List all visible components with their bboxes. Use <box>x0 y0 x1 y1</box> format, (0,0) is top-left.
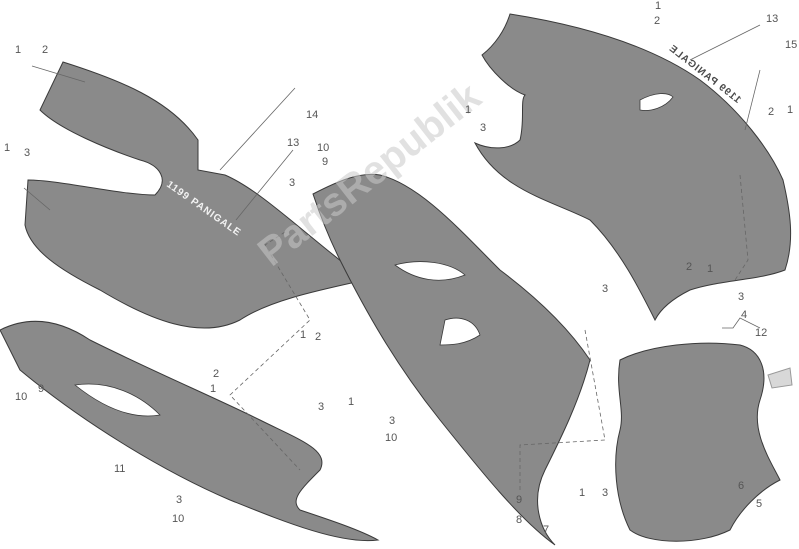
lower-left-fairing-panel <box>0 320 380 542</box>
callout-label: 1 <box>579 487 586 499</box>
callout-label: 10 <box>317 142 330 154</box>
callout-label: 3 <box>318 401 325 413</box>
callout-label: 5 <box>756 498 763 510</box>
callout-label: 2 <box>768 106 775 118</box>
callout-label: 3 <box>389 415 396 427</box>
callout-label: 1 <box>465 104 472 116</box>
callout-label: 1 <box>4 142 11 154</box>
fender-badge <box>767 367 793 389</box>
callout-label: 4 <box>741 309 748 321</box>
middle-vent-opening-2 <box>439 317 481 346</box>
callout-label: 12 <box>755 327 768 339</box>
callout-label: 14 <box>306 109 319 121</box>
callout-label: 3 <box>289 177 296 189</box>
callout-label: 11 <box>114 463 126 475</box>
callout-label: 3 <box>738 291 745 303</box>
callout-label: 15 <box>785 39 798 51</box>
front-fender <box>615 342 781 542</box>
callout-label: 1 <box>655 0 662 12</box>
callout-label: 3 <box>602 283 609 295</box>
callout-label: 1 <box>15 44 22 56</box>
left-vent-opening <box>74 383 161 417</box>
front-nose-fairing-panel <box>473 13 792 322</box>
upper-left-fairing-panel <box>24 61 367 329</box>
callout-label: 9 <box>516 494 523 506</box>
callout-label: 1 <box>300 329 307 341</box>
callout-label: 3 <box>24 147 31 159</box>
callout-label: 6 <box>738 480 745 492</box>
middle-vent-opening-1 <box>394 261 466 281</box>
callout-label: 3 <box>480 122 487 134</box>
callout-label: 2 <box>315 331 322 343</box>
callout-label: 8 <box>516 514 523 526</box>
callout-label: 3 <box>176 494 183 506</box>
callout-label: 1 <box>348 396 355 408</box>
callout-label: 10 <box>385 432 398 444</box>
callout-label: 2 <box>42 44 49 56</box>
callout-label: 2 <box>686 261 693 273</box>
callout-label: 2 <box>213 368 220 380</box>
middle-fairing-panel <box>312 173 591 546</box>
callout-label: 1 <box>210 383 217 395</box>
callout-label: 9 <box>38 383 45 395</box>
callout-label: 10 <box>15 391 28 403</box>
callout-label: 10 <box>172 513 185 525</box>
callout-label: 1 <box>707 263 714 275</box>
callout-label: 13 <box>287 137 300 149</box>
callout-label: 9 <box>322 156 329 168</box>
callout-label: 1 <box>787 104 794 116</box>
callout-label: 2 <box>654 15 661 27</box>
callout-label: 3 <box>602 487 609 499</box>
nose-vent-opening <box>639 93 674 111</box>
callout-label: 13 <box>766 13 779 25</box>
callout-label: 7 <box>543 524 550 536</box>
